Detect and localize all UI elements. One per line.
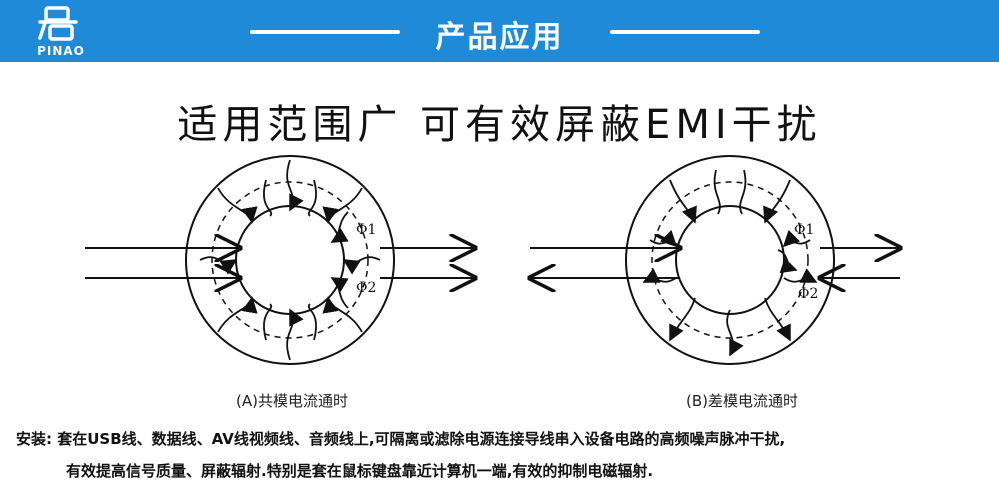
phi2-label: Φ2 bbox=[798, 286, 818, 302]
flux-path-dashed bbox=[651, 181, 809, 339]
core-inner-ring bbox=[675, 205, 785, 315]
phi1-label: Φ1 bbox=[794, 222, 814, 238]
installation-line-2: 有效提高信号质量、屏蔽辐射.特别是套在鼠标键盘靠近计算机一端,有效的抑制电磁辐射… bbox=[66, 462, 654, 480]
header-banner: PINAO 产品应用 bbox=[0, 0, 999, 62]
banner-left-line bbox=[250, 30, 400, 34]
common-mode-diagram: Φ1 Φ2 bbox=[85, 155, 500, 365]
caption-common-mode: (A)共模电流通时 bbox=[236, 392, 348, 410]
core-outer-ring bbox=[185, 155, 395, 365]
installation-line-1: 套在USB线、数据线、AV线视频线、音频线上,可隔离或滤除电源连接导线串入设备电… bbox=[57, 430, 786, 448]
flux-path-dashed bbox=[211, 181, 369, 339]
phi1-label: Φ1 bbox=[356, 222, 376, 238]
core-inner-ring bbox=[235, 205, 345, 315]
pinao-logo: PINAO bbox=[26, 4, 96, 60]
logo-mark-icon bbox=[38, 6, 78, 41]
banner-right-line bbox=[610, 30, 760, 34]
differential-mode-diagram: Φ1 Φ2 bbox=[520, 155, 940, 365]
phi2-label: Φ2 bbox=[356, 280, 376, 296]
installation-label: 安装: bbox=[16, 430, 52, 448]
headline: 适用范围广 可有效屏蔽EMI干扰 bbox=[177, 102, 822, 148]
installation-note: 安装: 套在USB线、数据线、AV线视频线、音频线上,可隔离或滤除电源连接导线串… bbox=[16, 428, 991, 482]
banner-title: 产品应用 bbox=[435, 20, 564, 55]
logo-text: PINAO bbox=[37, 44, 85, 58]
caption-differential-mode: (B)差模电流通时 bbox=[686, 392, 798, 410]
core-outer-ring bbox=[625, 155, 835, 365]
